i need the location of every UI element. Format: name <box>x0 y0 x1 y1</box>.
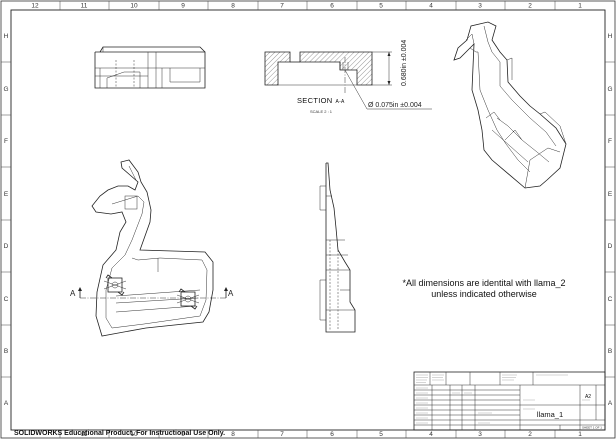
zone-label: D <box>4 243 9 250</box>
zone-label: E <box>4 191 9 198</box>
zone-label: 5 <box>379 3 383 10</box>
top-zone-labels: 12 11 10 9 8 7 6 5 4 3 2 1 <box>31 3 582 10</box>
zone-label: B <box>4 348 8 355</box>
zone-label: 2 <box>528 3 532 10</box>
isometric-view[interactable] <box>453 21 567 189</box>
side-view[interactable] <box>319 162 356 333</box>
note-line-1: *All dimensions are identital with llama… <box>402 278 565 288</box>
boss-right <box>176 288 200 310</box>
zone-label: 7 <box>280 431 284 438</box>
zone-label: A <box>608 400 613 407</box>
zone-label: F <box>4 138 8 145</box>
note-line-2: unless indicated otherwise <box>431 289 537 299</box>
educational-watermark: SOLIDWORKS Educational Product. For Inst… <box>14 430 226 437</box>
zone-label: B <box>608 348 612 355</box>
zone-label: H <box>4 33 9 40</box>
zone-label: 9 <box>181 3 185 10</box>
zone-label: G <box>607 86 612 93</box>
zone-label: 3 <box>478 431 482 438</box>
zone-label: D <box>608 243 613 250</box>
zone-label: 6 <box>330 431 334 438</box>
zone-label: C <box>608 296 613 303</box>
zone-label: 4 <box>429 431 433 438</box>
sheet-number: SHEET 1 OF 1 <box>582 426 602 430</box>
zone-label: 12 <box>31 3 39 10</box>
zone-label: 5 <box>379 431 383 438</box>
zone-label: F <box>608 138 612 145</box>
zone-label: 9 <box>181 431 185 438</box>
title-block[interactable]: llama_1 A2 SHEET 1 OF 1 <box>413 371 606 431</box>
front-view[interactable]: A A <box>70 159 234 337</box>
diameter-dimension: Ø 0.075in ±0.004 <box>368 102 422 109</box>
zone-label: 4 <box>429 3 433 10</box>
drawing-size: A2 <box>585 394 591 400</box>
zone-label: H <box>608 33 613 40</box>
general-note: *All dimensions are identital with llama… <box>402 278 565 299</box>
height-dimension: 0.680in ±0.004 <box>401 40 408 86</box>
cut-label-left: A <box>70 289 76 298</box>
left-zone-labels: H G F E D C B A <box>3 33 8 407</box>
zone-label: E <box>608 191 613 198</box>
right-zone-labels: H G F E D C B A <box>607 33 612 407</box>
zone-label: 10 <box>130 3 138 10</box>
zone-label: 11 <box>81 431 88 438</box>
zone-label: 8 <box>231 3 235 10</box>
zone-label: 8 <box>231 431 235 438</box>
section-hatch-right <box>299 51 373 86</box>
drawing-name: llama_1 <box>537 410 563 419</box>
bottom-zone-labels: 11 10 9 8 7 6 5 4 3 2 1 <box>81 431 583 438</box>
top-view[interactable] <box>94 46 206 89</box>
zone-label: C <box>4 296 9 303</box>
zone-label: 1 <box>578 3 582 10</box>
boss-left <box>103 274 127 296</box>
zone-label: 11 <box>81 3 88 10</box>
zone-label: G <box>3 86 8 93</box>
zone-label: 1 <box>578 431 582 438</box>
section-hatch-left <box>264 51 291 86</box>
zone-label: 7 <box>280 3 284 10</box>
section-scale: SCALE 2 : 1 <box>310 109 333 114</box>
zone-label: 3 <box>478 3 482 10</box>
cut-label-right: A <box>228 289 234 298</box>
zone-label: 2 <box>528 431 532 438</box>
zone-label: A <box>4 400 9 407</box>
zone-label: 10 <box>130 431 138 438</box>
zone-label: 6 <box>330 3 334 10</box>
